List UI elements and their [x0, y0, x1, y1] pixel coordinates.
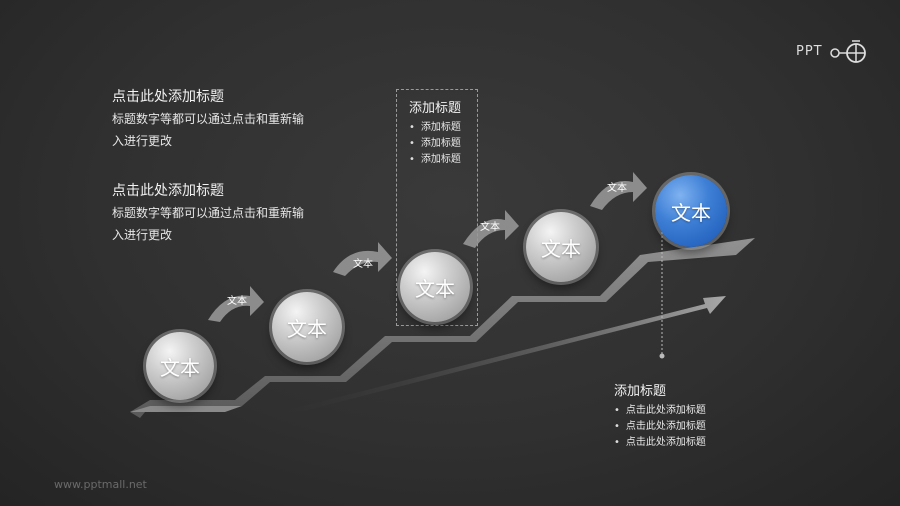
text-block-desc-line1: 标题数字等都可以通过点击和重新输	[112, 206, 305, 220]
logo: PPT	[796, 38, 869, 64]
text-block-2: 点击此处添加标题 标题数字等都可以通过点击和重新输 入进行更改	[112, 180, 304, 246]
arrow-label-3: 文本	[480, 222, 500, 233]
trend-arrow	[280, 296, 726, 416]
bottom-callout-bullet: 点击此处添加标题	[614, 435, 706, 451]
bottom-callout-bullet: 点击此处添加标题	[614, 403, 706, 419]
step-ball-2: 文本	[272, 292, 342, 362]
center-box-bullet: 添加标题	[409, 152, 477, 168]
logo-text: PPT	[796, 43, 823, 59]
text-block-desc-line1: 标题数字等都可以通过点击和重新输	[112, 112, 305, 126]
staircase-ribbon	[130, 238, 755, 418]
center-box-bullet: 添加标题	[409, 120, 477, 136]
arrow-label-4: 文本	[607, 183, 627, 194]
text-block-1: 点击此处添加标题 标题数字等都可以通过点击和重新输 入进行更改	[112, 86, 304, 152]
center-box-bullet: 添加标题	[409, 136, 477, 152]
step-ball-5-highlight: 文本	[655, 175, 727, 247]
text-block-desc-line2: 入进行更改	[112, 228, 173, 242]
text-block-title: 点击此处添加标题	[112, 183, 224, 199]
arrow-label-2: 文本	[353, 259, 373, 270]
logo-stopwatch-icon	[829, 40, 866, 63]
bottom-callout-title: 添加标题	[614, 384, 667, 399]
bottom-right-callout: 添加标题 点击此处添加标题 点击此处添加标题 点击此处添加标题	[614, 380, 706, 451]
arrow-label-1: 文本	[227, 296, 247, 307]
step-ball-3: 文本	[400, 252, 470, 322]
center-callout-box: 添加标题 添加标题 添加标题 添加标题	[396, 89, 478, 326]
bottom-callout-bullet: 点击此处添加标题	[614, 419, 706, 435]
text-block-title: 点击此处添加标题	[112, 89, 224, 105]
center-box-title: 添加标题	[409, 101, 462, 116]
watermark: www.pptmall.net	[54, 478, 147, 491]
step-ball-1: 文本	[146, 332, 214, 400]
step-ball-4: 文本	[526, 212, 596, 282]
text-block-desc-line2: 入进行更改	[112, 134, 173, 148]
